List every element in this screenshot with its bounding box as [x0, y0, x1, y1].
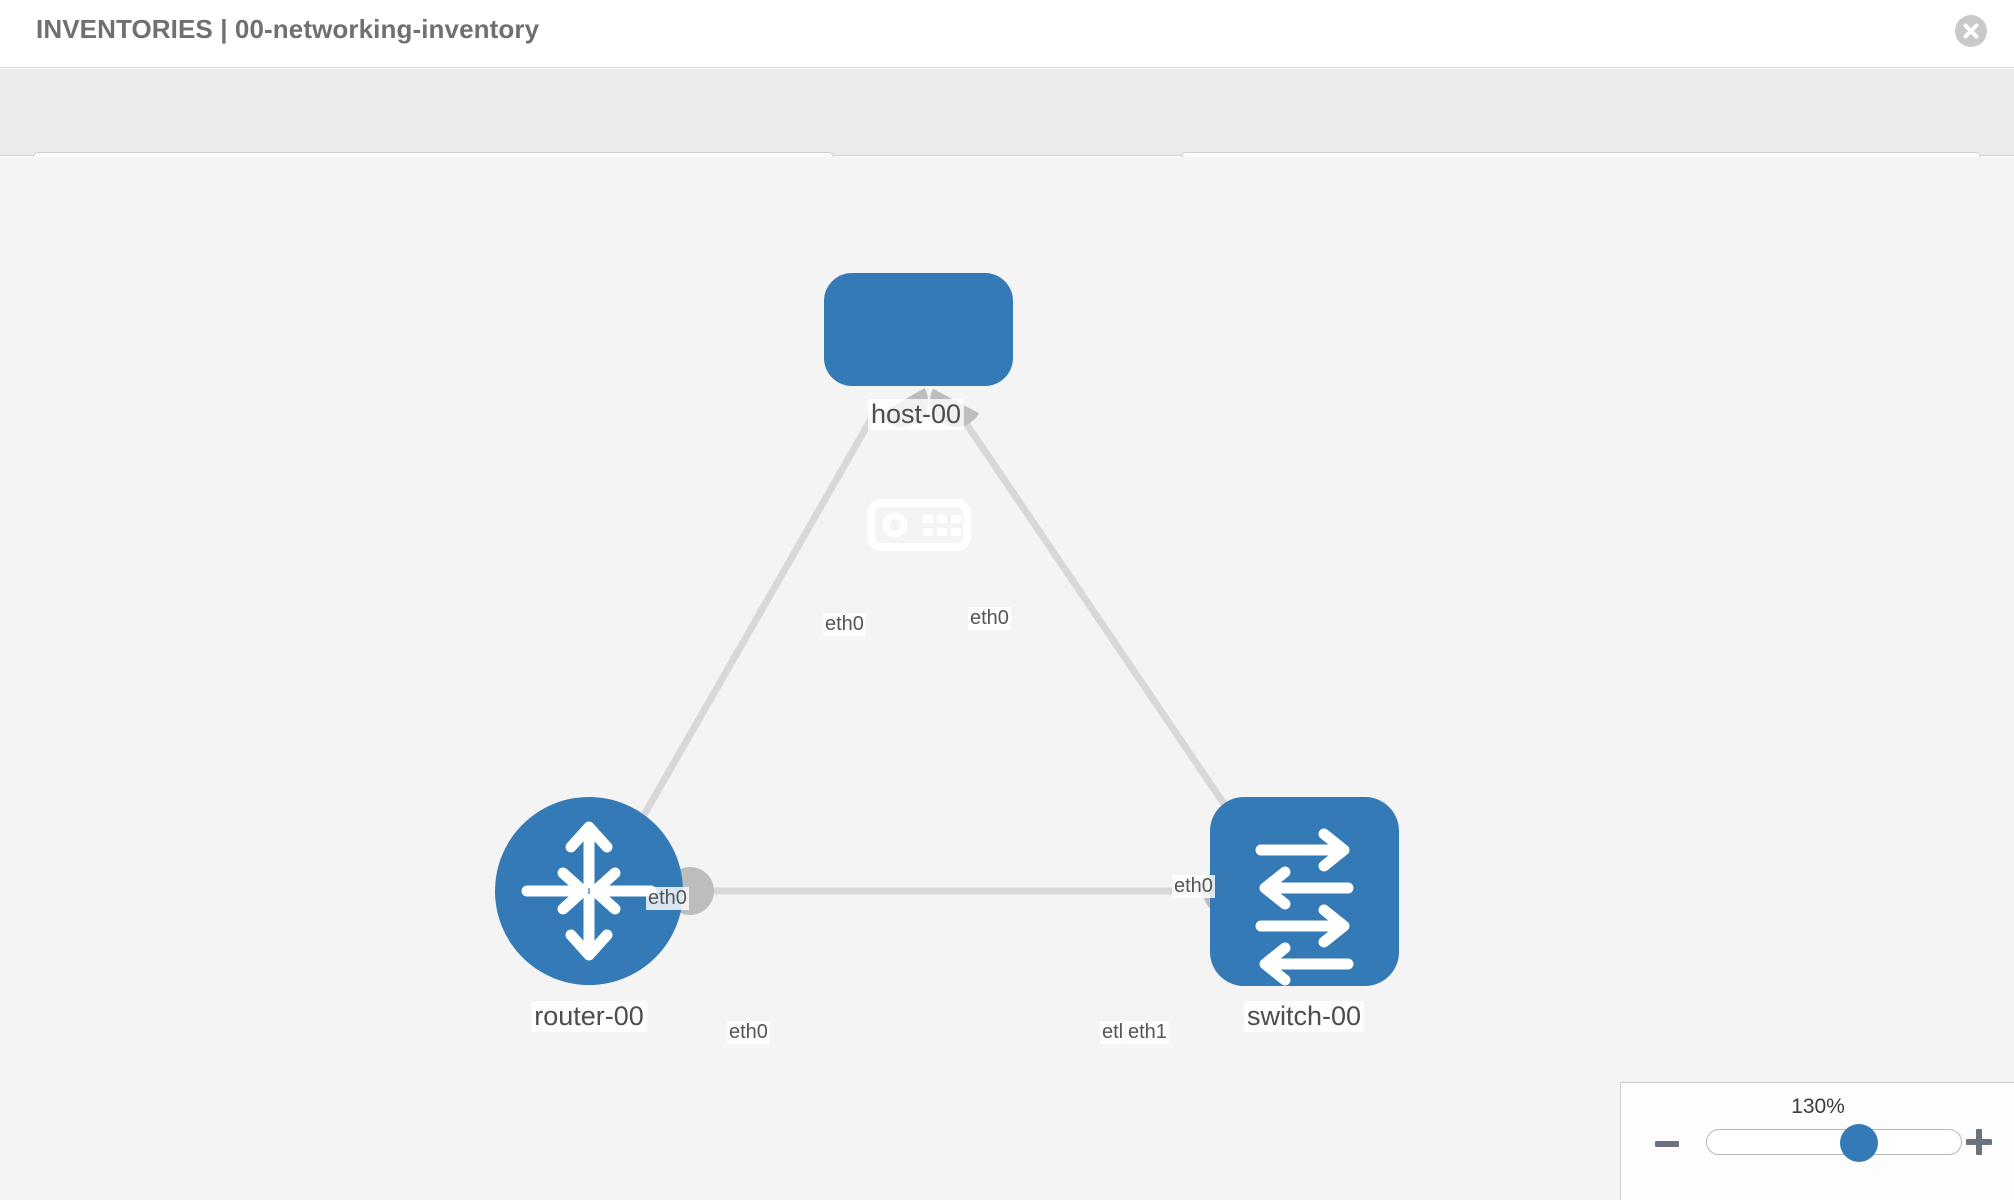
iface-label: eth0: [823, 613, 866, 636]
iface-label: eth0: [727, 1021, 770, 1044]
link-group: [616, 405, 1263, 895]
link-host-router[interactable]: [616, 405, 882, 859]
server-icon: [867, 499, 971, 551]
toolbar: ACTIONS SEARCH: [0, 69, 2014, 204]
router-icon: [521, 821, 657, 961]
zoom-slider-track[interactable]: [1706, 1124, 1962, 1162]
page-header: INVENTORIES | 00-networking-inventory: [0, 0, 2014, 68]
node-host-00-body[interactable]: [824, 273, 1013, 386]
topology-canvas[interactable]: host-00 router-00 switch-00 eth0 eth0 et…: [0, 157, 2014, 1200]
link-host-switch[interactable]: [952, 405, 1263, 859]
iface-label: eth0: [1172, 875, 1215, 898]
iface-label: eth1: [1126, 1021, 1169, 1044]
zoom-slider-thumb[interactable]: [1839, 1124, 1878, 1162]
close-icon[interactable]: [1954, 14, 1988, 48]
iface-label: etl: [1100, 1021, 1126, 1044]
node-label-host-00: host-00: [867, 399, 965, 430]
node-router-00[interactable]: [495, 797, 683, 985]
node-host-00[interactable]: [824, 273, 1013, 551]
iface-label: eth0: [968, 607, 1011, 630]
switch-icon: [1255, 828, 1354, 986]
zoom-level-label: 130%: [1791, 1095, 1845, 1118]
topology-graph: [495, 273, 1399, 986]
port-group: [666, 388, 1263, 916]
node-label-router-00: router-00: [531, 1001, 647, 1032]
page-title: INVENTORIES | 00-networking-inventory: [36, 14, 540, 44]
iface-label: eth0: [646, 887, 689, 910]
zoom-control-panel: 130%: [1620, 1082, 2014, 1200]
plus-icon[interactable]: [1966, 1129, 1992, 1155]
minus-icon[interactable]: [1655, 1141, 1679, 1147]
node-router-00-body[interactable]: [495, 797, 683, 985]
node-label-switch-00: switch-00: [1243, 1001, 1365, 1032]
node-switch-00[interactable]: [1210, 797, 1399, 986]
